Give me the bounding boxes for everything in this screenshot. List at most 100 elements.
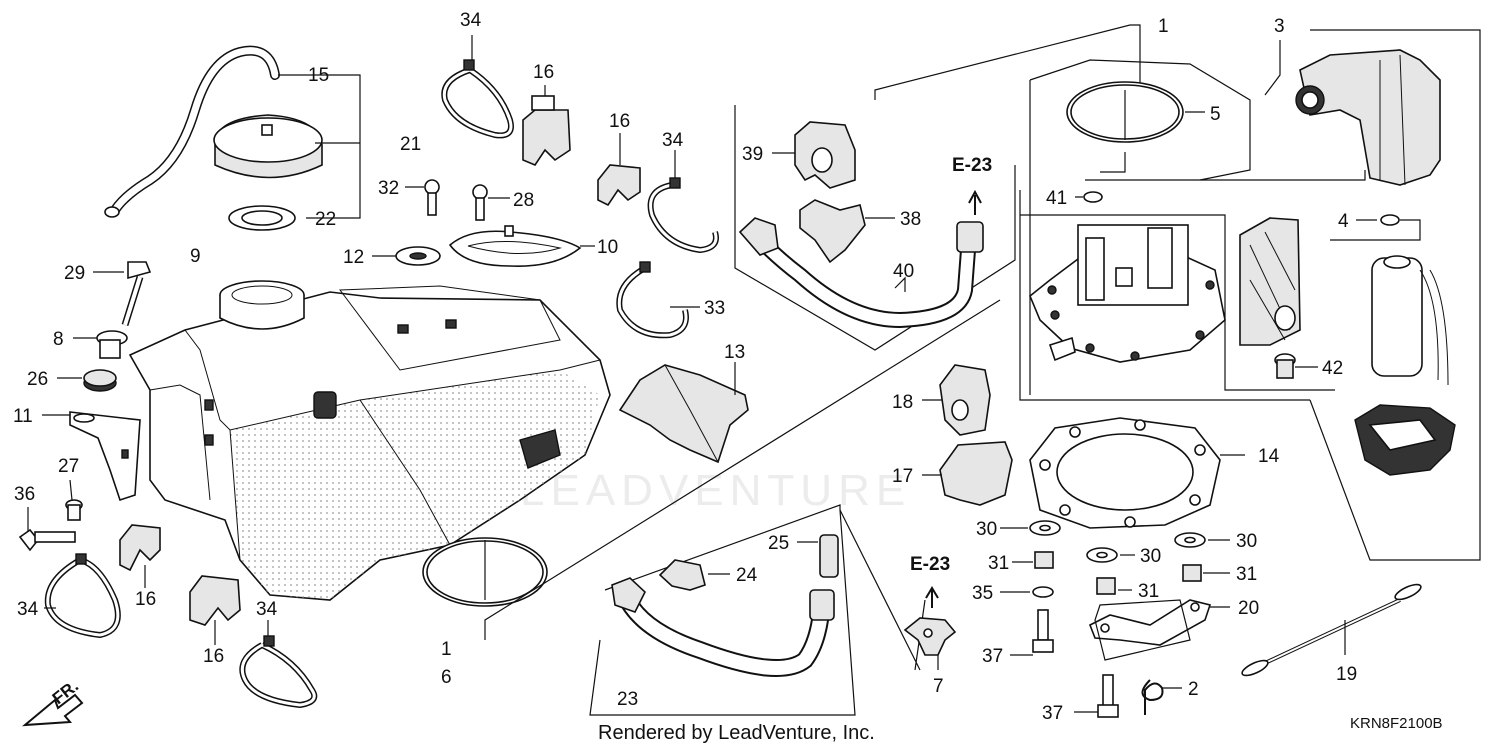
bolt-32: [424, 179, 440, 216]
label-part-7: 7: [933, 676, 944, 697]
label-part-12: 12: [343, 247, 364, 268]
washer-30-left: [1029, 520, 1061, 536]
fuel-pump-base: [1029, 224, 1226, 363]
label-part-40: 40: [893, 261, 914, 282]
clip-38: [799, 199, 866, 264]
label-part-16-d: 16: [203, 646, 224, 667]
rubber-damper-top: [522, 95, 571, 166]
label-part-3: 3: [1274, 16, 1285, 37]
label-part-27: 27: [58, 456, 79, 477]
label-part-16-c: 16: [135, 589, 156, 610]
label-part-32: 32: [378, 178, 399, 199]
label-part-16-a: 16: [533, 62, 554, 83]
label-part-17: 17: [892, 466, 913, 487]
label-part-37-b: 37: [1042, 703, 1063, 724]
rubber-damper-16-bottom: [189, 575, 241, 626]
label-part-16-b: 16: [609, 111, 630, 132]
nut-31-left: [1034, 551, 1054, 569]
guide-7: [903, 617, 957, 656]
label-part-2: 2: [1188, 679, 1199, 700]
label-part-34-b: 34: [662, 130, 684, 151]
plate-10: [448, 225, 582, 267]
washer-35: [1032, 586, 1054, 598]
seal-42: [1274, 353, 1296, 379]
label-part-42: 42: [1322, 358, 1343, 379]
rubber-18: [939, 364, 991, 436]
label-part-5: 5: [1210, 104, 1221, 125]
label-part-33: 33: [704, 298, 725, 319]
clip-24: [658, 559, 706, 591]
fuel-filter: [1239, 217, 1301, 346]
tie-band-34-mid: [647, 177, 719, 254]
filler-cap-gasket: [228, 205, 296, 231]
footer-diagram-code: KRN8F2100B: [1350, 715, 1443, 732]
front-arrow-icon: [21, 693, 84, 727]
watermark-text: LEADVENTURE: [520, 466, 911, 515]
label-part-35: 35: [972, 583, 993, 604]
label-part-30-c: 30: [1236, 531, 1257, 552]
fuel-hose-23: [611, 577, 835, 677]
label-part-18: 18: [892, 392, 913, 413]
label-part-31-a: 31: [988, 553, 1009, 574]
fuel-tank: [128, 280, 611, 601]
nut-31-right: [1182, 564, 1202, 582]
rubber-26: [83, 369, 117, 392]
clip-2: [1141, 679, 1164, 715]
ref-e23-bottom[interactable]: E-23: [910, 554, 950, 575]
label-part-6: 6: [441, 667, 452, 688]
label-part-13: 13: [724, 342, 745, 363]
label-part-36: 36: [14, 484, 35, 505]
label-part-11: 11: [13, 406, 33, 427]
label-part-9: 9: [190, 246, 201, 267]
label-part-29: 29: [64, 263, 85, 284]
label-part-34-d: 34: [256, 599, 278, 620]
label-part-30-a: 30: [976, 519, 997, 540]
tie-band-top: [441, 59, 514, 139]
collar-27: [65, 499, 83, 521]
label-part-26: 26: [27, 369, 48, 390]
label-part-14: 14: [1258, 446, 1280, 467]
bolt-36: [18, 528, 76, 552]
fuel-hose-40: [738, 217, 984, 329]
label-part-15: 15: [308, 65, 329, 86]
washer-30-mid: [1086, 547, 1118, 563]
label-part-19: 19: [1336, 664, 1357, 685]
label-part-31-b: 31: [1138, 581, 1159, 602]
tie-band-33: [616, 261, 689, 339]
bolt-37-upper: [1032, 609, 1054, 653]
label-part-37-a: 37: [982, 646, 1003, 667]
stay-20: [1088, 599, 1212, 646]
label-part-4: 4: [1338, 211, 1349, 232]
ref-e23-top[interactable]: E-23: [952, 155, 992, 176]
label-part-41: 41: [1046, 188, 1067, 209]
gasket-14: [1029, 417, 1221, 529]
setting-washer-12: [395, 246, 441, 266]
label-part-1-top: 1: [1158, 16, 1169, 37]
rubber-17: [939, 441, 1013, 506]
label-part-25: 25: [768, 533, 789, 554]
label-part-39: 39: [742, 144, 763, 165]
tie-band-34-left: [44, 553, 121, 639]
label-part-31-c: 31: [1236, 564, 1257, 585]
clip-39: [794, 121, 856, 189]
fuel-pump-unit-3: [1295, 49, 1441, 186]
label-part-20: 20: [1238, 598, 1259, 619]
bolt-28: [472, 184, 488, 221]
collar-8: [96, 330, 128, 359]
washer-30-right: [1174, 532, 1206, 548]
breather-tube: [104, 45, 280, 218]
label-part-23: 23: [617, 689, 638, 710]
bracket-11: [69, 411, 141, 502]
label-part-21: 21: [400, 134, 421, 155]
rubber-damper-16-left: [119, 524, 161, 572]
footer-rendered-by: Rendered by LeadVenture, Inc.: [598, 722, 875, 744]
nut-31-mid: [1096, 577, 1116, 595]
label-part-1-bottom: 1: [441, 639, 452, 660]
fuel-pump-motor: [1371, 255, 1449, 386]
label-part-22: 22: [315, 209, 336, 230]
label-part-24: 24: [736, 565, 758, 586]
o-ring-4: [1380, 214, 1400, 226]
fuel-level-rod-19: [1241, 583, 1422, 677]
label-part-38: 38: [900, 209, 921, 230]
